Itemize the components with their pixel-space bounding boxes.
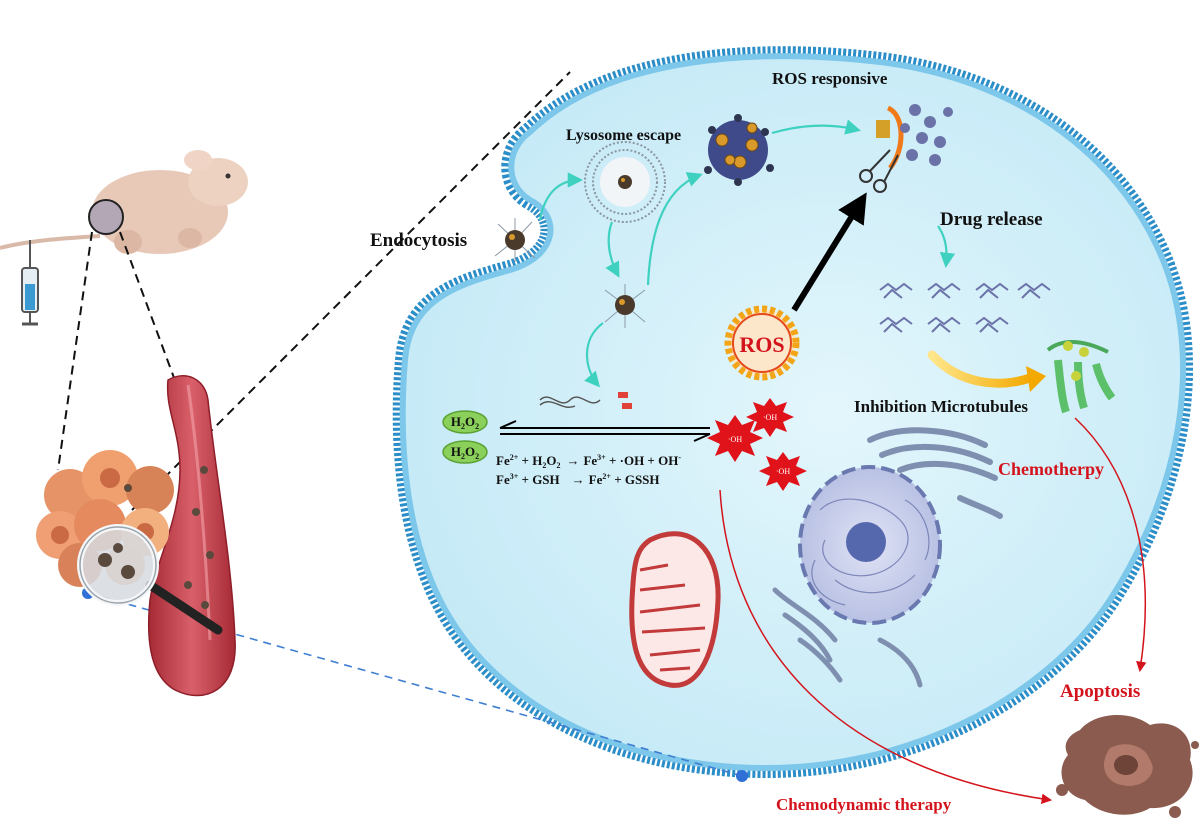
mouse-icon — [0, 150, 248, 254]
nucleus-icon — [798, 465, 942, 625]
microtubule-icon — [1046, 340, 1116, 414]
blood-vessel — [147, 375, 236, 697]
magnifier-icon — [77, 524, 223, 635]
nanoparticle-icon — [494, 218, 536, 262]
nanoparticle-released — [604, 284, 646, 328]
tumor-site-marker — [88, 199, 124, 235]
tumor-icon — [36, 450, 174, 587]
equation-gsh: Fe3+ + GSH→Fe2+ + GSSH — [496, 472, 660, 487]
apoptosis-label: Apoptosis — [1060, 681, 1140, 702]
ros-responsive-label: ROS responsive — [772, 69, 888, 88]
apoptotic-cell-icon — [1056, 714, 1199, 818]
dna-fragment — [618, 392, 632, 409]
scissors-icon — [859, 104, 953, 193]
spiky-nanoparticle — [704, 114, 774, 186]
hydroxyl-radicals: ·OH ·OH ·OH — [707, 398, 807, 491]
cytoplasm — [399, 53, 1187, 772]
tumor-cell — [392, 46, 1194, 779]
drug-molecules — [879, 282, 1051, 333]
svg-text:H2O2: H2O2 — [451, 414, 479, 431]
oh-label-3: ·OH — [776, 467, 790, 476]
chemotherapy-label: Chemotherpy — [998, 459, 1104, 479]
red-arrows — [719, 417, 1147, 805]
endocytosis-label: Endocytosis — [370, 230, 467, 251]
lysosome-escape-label: Lysosome escape — [566, 127, 681, 144]
ros-label: ROS — [739, 332, 784, 357]
oh-label-1: ·OH — [728, 435, 742, 444]
lysosome — [584, 141, 666, 223]
nanoparticles-in-vessel — [124, 466, 214, 609]
h2o2-pill-2: H2O2 — [442, 440, 488, 464]
dna-strand — [539, 396, 601, 409]
yellow-arrowhead — [1026, 366, 1046, 392]
mitochondrion-icon — [629, 531, 721, 688]
drug-release-label: Drug release — [940, 209, 1043, 230]
equilibrium-arrows — [499, 420, 711, 442]
yellow-curved-arrow — [927, 350, 1035, 388]
h2o2-pill-1: H2O2 — [442, 410, 488, 434]
golgi-icon — [867, 427, 1003, 519]
equation-fenton: Fe2+ + H2O2→Fe3+ + ·OH + OH- — [496, 453, 681, 470]
oh-label-2: ·OH — [763, 413, 777, 422]
ros-ring — [724, 305, 800, 381]
svg-text:H2O2: H2O2 — [451, 444, 479, 461]
inhibition-microtubules-label: Inhibition Microtubules — [854, 397, 1028, 416]
zoom-connectors — [57, 71, 571, 511]
teal-arrows — [538, 119, 956, 388]
black-arrow-ros — [791, 192, 867, 312]
syringe-icon — [21, 240, 39, 326]
er-icon — [772, 587, 923, 688]
chemodynamic-therapy-label: Chemodynamic therapy — [776, 795, 952, 814]
